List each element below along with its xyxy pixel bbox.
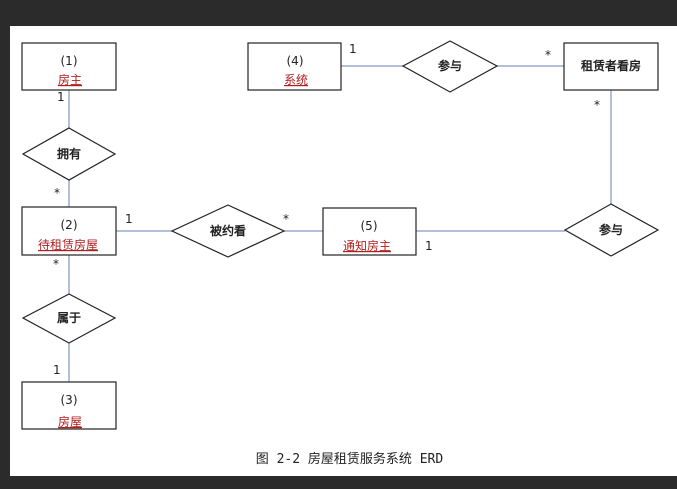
entity-number-e1: (1) <box>61 54 78 68</box>
entity-name-e5: 通知房主 <box>343 238 391 253</box>
relationship-label-r3: 被约看 <box>210 223 246 238</box>
entity-box-e5 <box>322 207 417 256</box>
entity-name-e4: 系统 <box>284 73 308 87</box>
cardinality-e2-r2: * <box>53 257 59 271</box>
relationship-label-r5: 参与 <box>599 222 623 237</box>
cardinality-r4-e6: * <box>545 48 551 62</box>
relationship-label-r1: 拥有 <box>57 146 81 161</box>
entity-box-e1 <box>21 42 117 91</box>
relationship-diamond-r3 <box>170 204 286 258</box>
bottom-dark-bar <box>0 476 677 489</box>
relationship-label-r4: 参与 <box>438 58 462 73</box>
relationship-diamond-r1 <box>21 127 117 181</box>
entity-number-e2: (2) <box>61 218 78 232</box>
relationship-diamond-r4 <box>401 40 499 93</box>
cardinality-e1-r1: 1 <box>57 90 65 104</box>
connector-lines <box>68 65 612 382</box>
entity-box-e4 <box>247 42 342 91</box>
cardinality-e5-r5: 1 <box>425 239 433 253</box>
left-dark-strip <box>0 26 10 476</box>
entity-number-e4: (4) <box>287 54 304 68</box>
relationship-diamond-r5 <box>563 203 660 257</box>
cardinality-r2-e3: 1 <box>53 363 61 377</box>
cardinality-e4-r4: 1 <box>349 42 357 56</box>
entity-name-e6: 租赁者看房 <box>581 58 641 73</box>
cardinality-r3-e5: * <box>283 212 289 226</box>
top-dark-bar <box>0 0 677 26</box>
entity-name-e3: 房屋 <box>58 414 82 429</box>
entity-box-e3 <box>21 381 117 430</box>
entity-name-e1: 房主 <box>58 72 82 87</box>
entity-number-e5: (5) <box>361 219 378 233</box>
cardinality-r5-e6: * <box>594 98 600 112</box>
relationship-diamond-r2 <box>21 293 117 344</box>
relationship-label-r2: 属于 <box>57 311 81 325</box>
cardinality-r1-e2: * <box>54 186 60 200</box>
cardinality-e2-r3: 1 <box>125 212 133 226</box>
entity-number-e3: (3) <box>61 393 78 407</box>
entity-box-e2 <box>21 206 117 256</box>
figure-caption: 图 2-2 房屋租赁服务系统 ERD <box>255 452 444 467</box>
entity-name-e2: 待租赁房屋 <box>38 237 98 252</box>
entity-box-e6 <box>563 42 659 91</box>
